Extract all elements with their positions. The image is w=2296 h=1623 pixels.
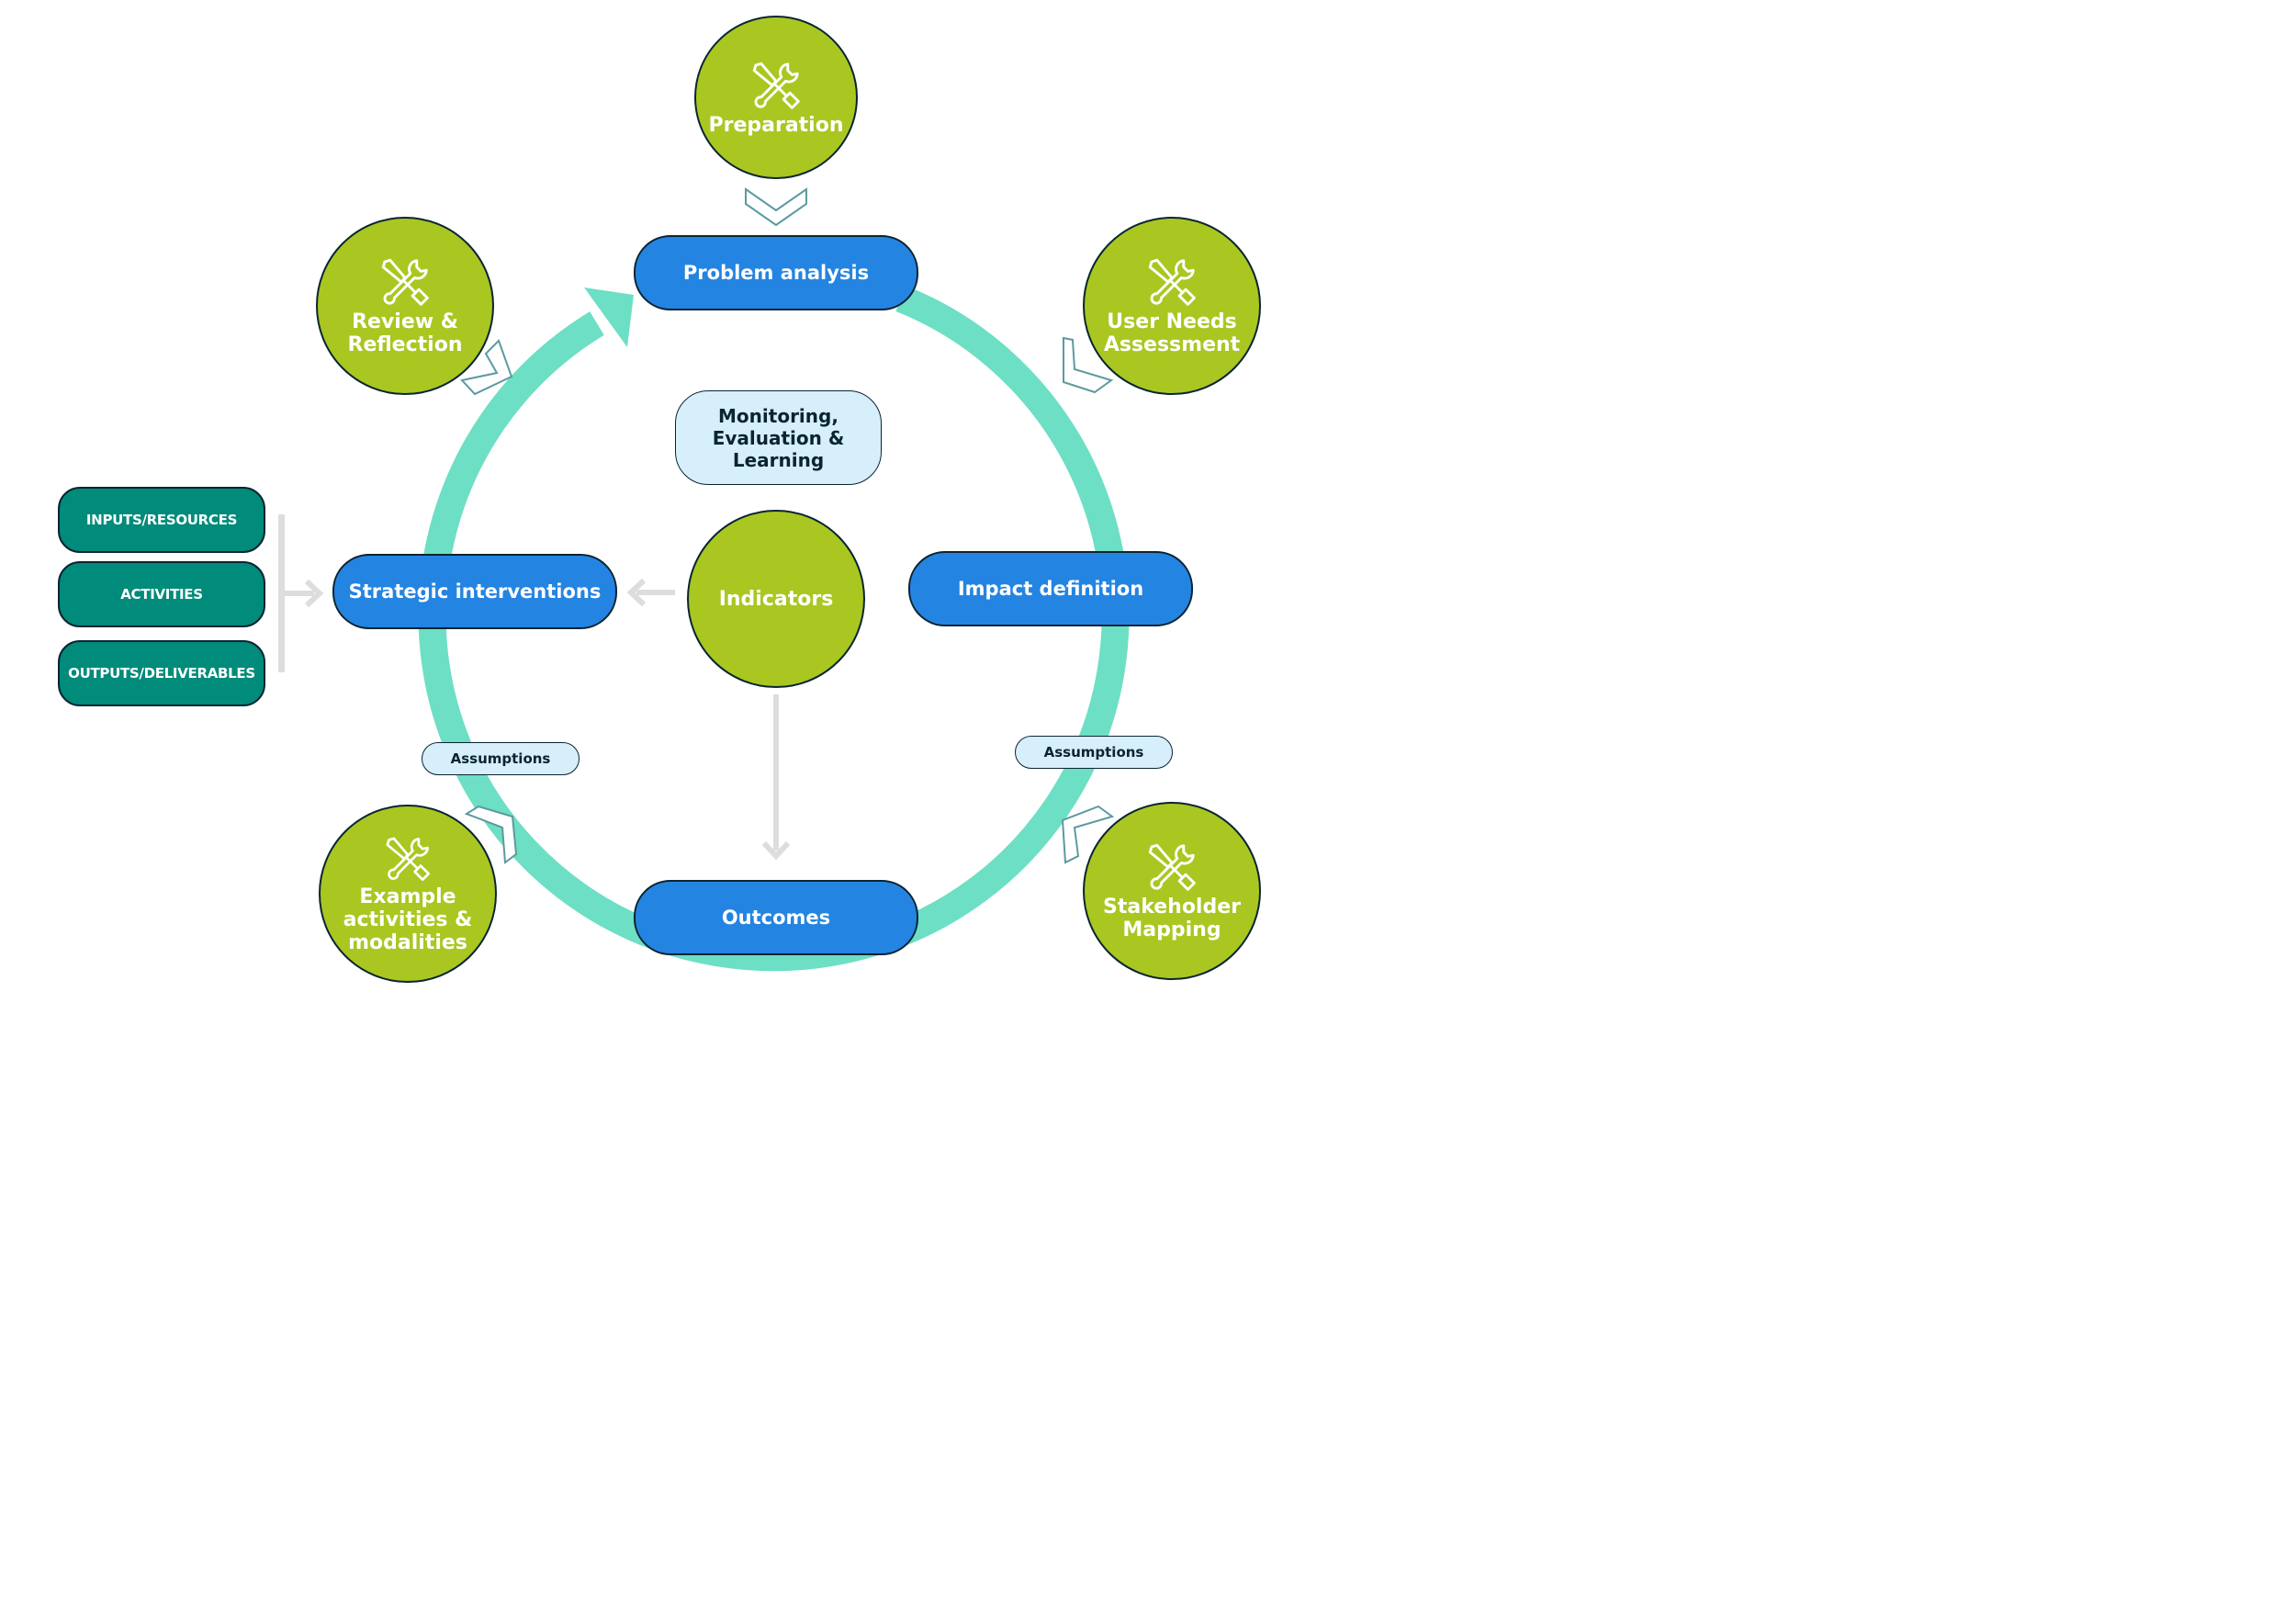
inputs-resources-box[interactable]: INPUTS/RESOURCES: [58, 487, 265, 553]
assumptions-left[interactable]: Assumptions: [422, 742, 580, 775]
user-needs-node[interactable]: User Needs Assessment: [1083, 217, 1261, 395]
review-chevron: [460, 339, 513, 396]
tools-icon: [752, 62, 800, 109]
indicators-to-outcomes-head: [761, 840, 791, 861]
resources-bracket: [278, 514, 285, 672]
resources-arrow-head: [304, 579, 324, 608]
indicators-node[interactable]: Indicators: [687, 510, 865, 688]
example-activities-node[interactable]: Example activities & modalities: [319, 805, 497, 983]
indicators-to-strategic-head: [626, 578, 647, 607]
tools-icon: [1148, 258, 1196, 306]
stakeholder-mapping-label: Stakeholder Mapping: [1102, 896, 1241, 941]
preparation-label: Preparation: [708, 113, 844, 137]
stakeholder-mapping-node[interactable]: Stakeholder Mapping: [1083, 802, 1261, 980]
activities-box[interactable]: ACTIVITIES: [58, 561, 265, 627]
preparation-chevron: [745, 187, 807, 227]
review-reflection-label: Review & Reflection: [347, 310, 463, 356]
example-chevron: [464, 805, 518, 864]
stakeholder-chevron: [1061, 805, 1115, 864]
assumptions-right[interactable]: Assumptions: [1015, 736, 1173, 769]
mel-box[interactable]: Monitoring, Evaluation & Learning: [675, 390, 882, 485]
preparation-node[interactable]: Preparation: [694, 16, 858, 179]
indicators-label: Indicators: [718, 587, 834, 611]
cycle-arrowhead: [584, 287, 634, 347]
user-needs-chevron: [1063, 336, 1114, 394]
tools-icon: [381, 258, 429, 306]
user-needs-label: User Needs Assessment: [1103, 310, 1241, 356]
impact-definition-stage[interactable]: Impact definition: [908, 551, 1193, 626]
review-reflection-node[interactable]: Review & Reflection: [316, 217, 494, 395]
outputs-deliverables-box[interactable]: OUTPUTS/DELIVERABLES: [58, 640, 265, 706]
strategic-interventions-stage[interactable]: Strategic interventions: [332, 554, 617, 629]
example-activities-label: Example activities & modalities: [343, 885, 473, 954]
tools-icon: [386, 837, 431, 881]
tools-icon: [1148, 843, 1196, 891]
outcomes-stage[interactable]: Outcomes: [634, 880, 918, 955]
diagram-canvas: Preparation Review & Reflection User Nee…: [0, 0, 1440, 1018]
problem-analysis-stage[interactable]: Problem analysis: [634, 235, 918, 310]
